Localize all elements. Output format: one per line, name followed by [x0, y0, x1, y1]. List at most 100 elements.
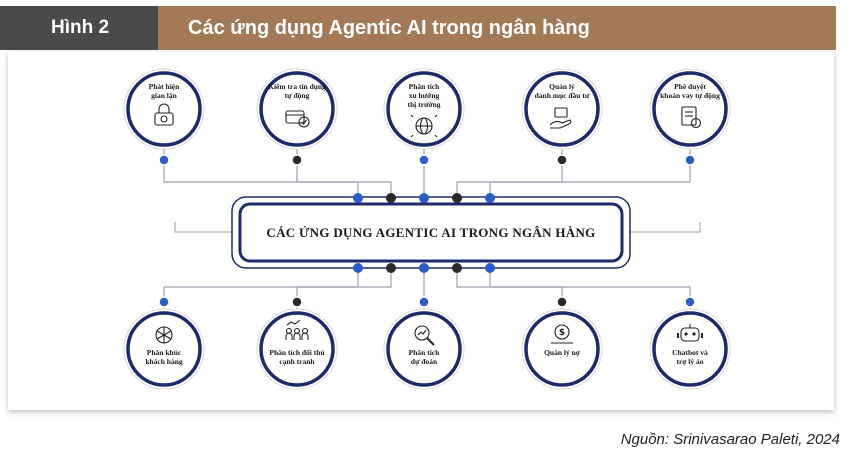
bottom-node-5-label-line: trợ lý ảo	[676, 357, 703, 366]
bottom-node-3-label-line: dự đoán	[411, 357, 438, 366]
right-side-line	[630, 222, 701, 233]
bottom-junction-dot-2	[386, 263, 396, 273]
top-connector-2	[296, 160, 392, 198]
bottom-node-dot-1	[158, 296, 170, 308]
top-connector-4	[456, 160, 563, 198]
icon-part	[301, 119, 307, 125]
bottom-connector-5	[489, 268, 691, 302]
top-node-1-label-line: Phát hiện	[149, 82, 180, 91]
bottom-node-dot-3	[418, 296, 430, 308]
icon-part	[690, 117, 702, 129]
top-node-4-label-line: danh mục đầu tư	[535, 91, 590, 100]
top-node-1-label-line: gian lận	[151, 91, 177, 100]
bottom-node-4-label-line: Quản lý nợ	[544, 348, 581, 357]
icon-part	[414, 325, 430, 341]
source-credit: Nguồn: Srinivasarao Paleti, 2024	[620, 431, 840, 448]
bottom-connector-1	[163, 268, 359, 302]
bottom-node-5-ring	[652, 311, 728, 387]
top-node-2-label-line: Kiểm tra tín dụng	[268, 82, 326, 91]
bottom-connector-4	[456, 268, 563, 302]
top-node-3-ring	[386, 71, 462, 147]
predictive-search-icon	[414, 325, 435, 346]
top-connector-1	[163, 160, 359, 198]
top-node-1-ring	[126, 71, 202, 147]
icon-part	[293, 332, 301, 340]
bottom-junction-dot-5	[485, 263, 495, 273]
loan-document-icon	[681, 106, 702, 129]
bottom-node-2-label-line: Phân tích đối thủ	[269, 348, 324, 357]
top-node-5-ring	[652, 71, 728, 147]
icon-part	[301, 332, 309, 340]
icon-part	[158, 103, 170, 113]
center-box: CÁC ỨNG DỤNG AGENTIC AI TRONG NGÂN HÀNG	[231, 196, 631, 269]
icon-part: $	[559, 328, 565, 338]
bottom-node-4-ring	[524, 311, 600, 387]
top-node-dot-5	[684, 154, 696, 166]
icon-part	[285, 332, 293, 340]
bottom-node-dot-4	[556, 296, 568, 308]
top-node-5-label-line: khoản vay tự động	[660, 91, 720, 100]
bottom-node-2-ring	[259, 311, 335, 387]
top-node-dot-1	[158, 154, 170, 166]
top-node-4-label-line: Quản lý	[549, 82, 575, 91]
debt-money-icon: $	[551, 324, 573, 344]
icon-part	[681, 106, 697, 126]
figure-header: Hình 2 Các ứng dụng Agentic AI trong ngâ…	[0, 6, 836, 50]
bottom-junction-dot-1	[353, 263, 363, 273]
competitor-people-icon	[285, 319, 309, 340]
bottom-node-2-label-line: cạnh tranh	[279, 357, 315, 366]
icon-part	[156, 327, 172, 343]
chatbot-icon	[677, 324, 703, 342]
fraud-detection-icon	[154, 103, 174, 126]
top-junction-dot-3	[419, 193, 429, 203]
icon-part	[160, 115, 168, 123]
bottom-node-dot-2	[291, 296, 303, 308]
top-node-4-ring	[524, 71, 600, 147]
figure-label: Hình 2	[0, 6, 158, 50]
icon-part	[692, 332, 696, 336]
top-node-5-label-line: Phê duyệt	[674, 82, 706, 91]
bottom-node-1-ring	[126, 311, 202, 387]
bottom-node-1-label-line: Phân khúc	[147, 348, 182, 357]
bottom-junction-dot-3	[419, 263, 429, 273]
bottom-node-1-label-line: khách hàng	[145, 357, 183, 366]
top-node-2-label-line: tự động	[285, 91, 310, 100]
icon-part	[554, 324, 570, 340]
center-label: CÁC ỨNG DỤNG AGENTIC AI TRONG NGÂN HÀNG	[266, 225, 595, 240]
icon-part	[410, 114, 438, 138]
icon-part	[554, 107, 568, 118]
top-node-2-ring	[259, 71, 335, 147]
icon-part	[298, 116, 310, 128]
portfolio-hand-icon	[549, 107, 572, 129]
top-node-dot-4	[556, 154, 568, 166]
top-node-dot-3	[418, 154, 430, 166]
top-node-3-label-line: Phân tích	[409, 82, 440, 91]
icon-part	[549, 119, 572, 129]
icon-part	[417, 329, 427, 336]
bottom-node-3-label-line: Phân tích	[409, 348, 440, 357]
figure-title: Các ứng dụng Agentic AI trong ngân hàng	[158, 6, 836, 50]
left-side-line	[174, 222, 232, 233]
center-outer-border	[231, 196, 631, 269]
junction-dots	[158, 154, 696, 308]
bottom-node-3-ring	[386, 311, 462, 387]
top-node-3-label-line: thị trường	[407, 100, 440, 109]
icon-part	[426, 337, 435, 346]
center-inner-border	[238, 202, 624, 263]
icon-part	[286, 319, 301, 326]
icon-part	[684, 332, 688, 336]
top-connector-5	[489, 160, 691, 198]
bottom-junction-dot-4	[452, 263, 462, 273]
top-node-3-label-line: xu hướng	[409, 91, 440, 100]
top-junction-dot-1	[353, 193, 363, 203]
bottom-node-4: $ Quản lý nợ	[521, 308, 603, 390]
